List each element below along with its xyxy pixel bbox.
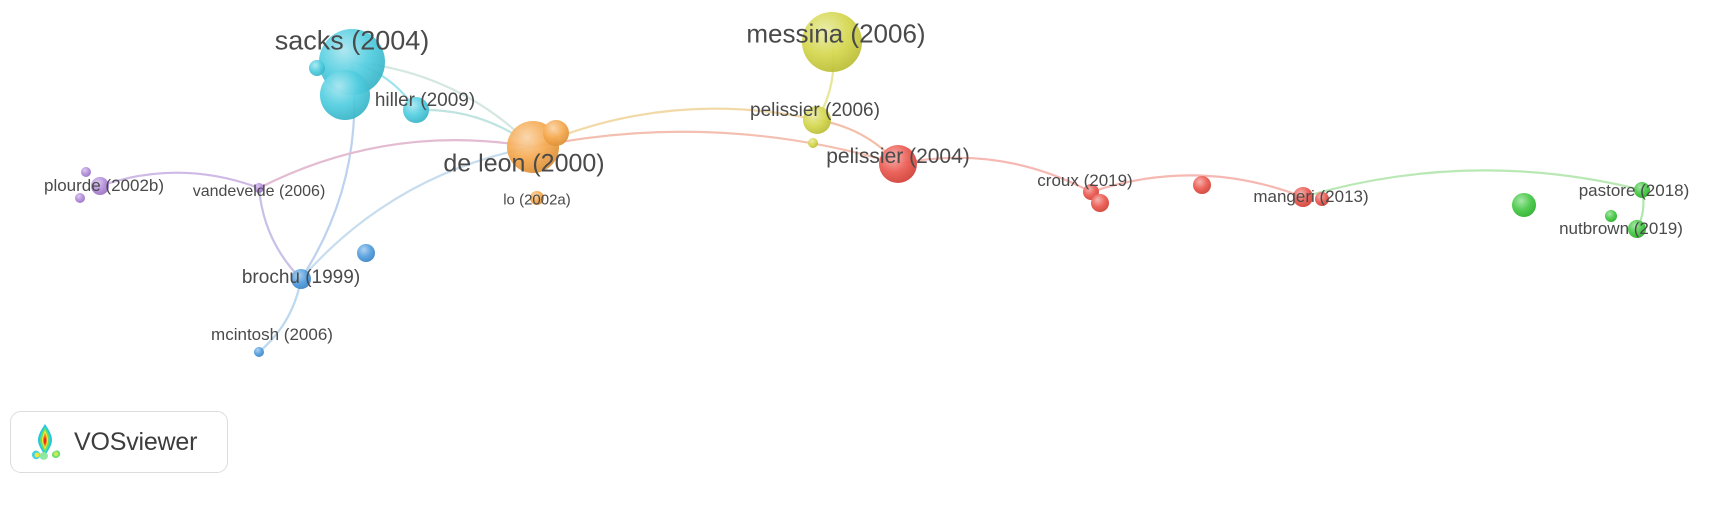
network-edge [1089, 174, 1305, 199]
network-node[interactable] [803, 106, 831, 134]
network-node[interactable] [1628, 220, 1646, 238]
network-node[interactable] [254, 347, 264, 357]
network-node[interactable] [403, 97, 429, 123]
network-node[interactable] [1512, 193, 1536, 217]
network-node[interactable] [1315, 192, 1329, 206]
vosviewer-density-flame-icon [31, 424, 61, 460]
network-node[interactable] [91, 177, 109, 195]
network-node[interactable] [75, 193, 85, 203]
network-edge [531, 130, 900, 166]
network-node[interactable] [1605, 210, 1617, 222]
vosviewer-logo-badge[interactable]: VOSviewer [10, 411, 228, 473]
network-node[interactable] [1091, 194, 1109, 212]
network-edge [98, 171, 261, 190]
network-node[interactable] [1293, 187, 1313, 207]
network-edge [257, 277, 303, 354]
network-node[interactable] [808, 138, 818, 148]
network-node[interactable] [1193, 176, 1211, 194]
network-node[interactable] [81, 167, 91, 177]
vosviewer-logo-text: VOSviewer [74, 427, 198, 456]
network-node[interactable] [802, 12, 862, 72]
network-edge [257, 139, 535, 190]
network-edge [1301, 169, 1644, 199]
network-node[interactable] [254, 183, 264, 193]
network-edge [299, 145, 535, 281]
network-edge [257, 186, 303, 281]
network-node[interactable] [530, 191, 544, 205]
network-node[interactable] [320, 70, 370, 120]
network-node[interactable] [1634, 182, 1650, 198]
network-edge [531, 107, 819, 149]
node-layer [75, 12, 1650, 357]
network-node[interactable] [291, 269, 311, 289]
network-node[interactable] [543, 120, 569, 146]
network-node[interactable] [309, 60, 325, 76]
network-node[interactable] [357, 244, 375, 262]
network-edge [896, 156, 1093, 194]
network-node[interactable] [879, 145, 917, 183]
